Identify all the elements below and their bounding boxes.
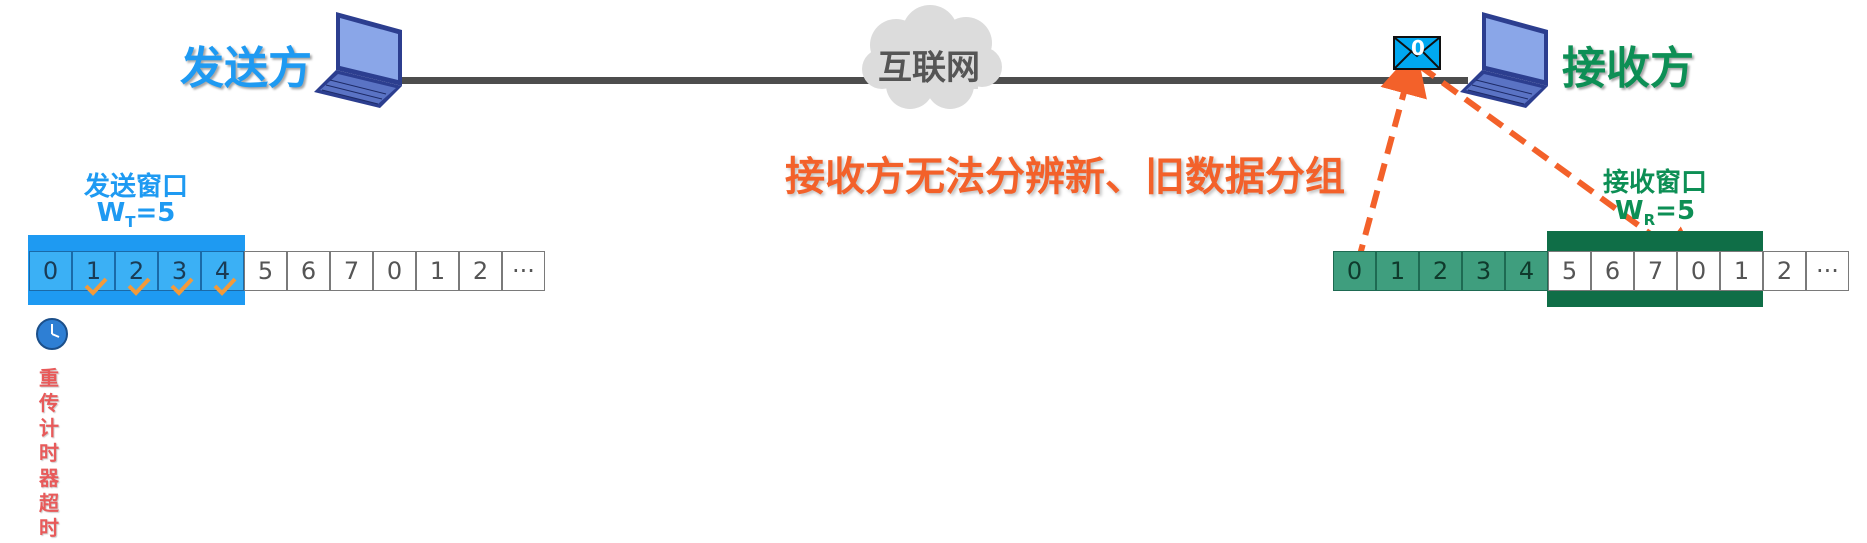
sender-seq-cell-5: 5 <box>244 251 287 291</box>
receiver-seq-cell-2: 2 <box>1419 251 1462 291</box>
sender-window-size-value: =5 <box>135 198 176 228</box>
ambiguity-message: 接收方无法分辨新、旧数据分组 <box>785 154 1345 200</box>
receiver-laptop-icon <box>1460 12 1548 108</box>
receiver-seq-cell-6: 6 <box>1591 251 1634 291</box>
receiver-seq-cell-10: 2 <box>1763 251 1806 291</box>
ack-check-icon-4 <box>213 277 237 296</box>
sender-seq-cell-8: 0 <box>373 251 416 291</box>
timeout-label: 重传计时器超时 <box>39 366 59 540</box>
envelope-seq: 0 <box>1411 36 1425 60</box>
sender-window-size-sub: T <box>125 213 136 232</box>
sender-label: 发送方 <box>180 43 312 94</box>
sender-seq-cell-2: 2 <box>115 251 158 291</box>
timer-clock-icon <box>36 318 68 350</box>
internet-cloud <box>862 5 1002 109</box>
sender-window-size-main: W <box>96 198 126 228</box>
ack-check-icon-3 <box>170 277 194 296</box>
internet-label: 互联网 <box>878 48 980 88</box>
receiver-seq-cell-9: 1 <box>1720 251 1763 291</box>
sender-seq-cell-3: 3 <box>158 251 201 291</box>
receiver-window-size-main: W <box>1614 196 1644 226</box>
receiver-window-size: WR=5 <box>1590 196 1720 229</box>
envelope-icon: 0 <box>1393 36 1441 70</box>
receiver-seq-cell-4: 4 <box>1505 251 1548 291</box>
receiver-window-size-sub: R <box>1643 211 1656 230</box>
sender-seq-cell-10: 2 <box>459 251 502 291</box>
ack-check-icon-2 <box>127 277 151 296</box>
sender-seq-cell-7: 7 <box>330 251 373 291</box>
arrow-sender-to-envelope <box>1355 46 1427 263</box>
receiver-seq-cell-5: 5 <box>1548 251 1591 291</box>
receiver-seq-cell-1: 1 <box>1376 251 1419 291</box>
sender-seq-cell-4: 4 <box>201 251 244 291</box>
sender-window-size: WT=5 <box>76 198 196 231</box>
sender-seq-cell-0: 0 <box>29 251 72 291</box>
receiver-label: 接收方 <box>1562 43 1694 94</box>
receiver-window-size-value: =5 <box>1655 196 1696 226</box>
receiver-seq-cell-7: 7 <box>1634 251 1677 291</box>
sender-seq-cell-9: 1 <box>416 251 459 291</box>
receiver-seq-cell-3: 3 <box>1462 251 1505 291</box>
ack-check-icon-1 <box>84 277 108 296</box>
receiver-window-caption: 接收窗口 <box>1602 168 1707 198</box>
sender-seq-cell-6: 6 <box>287 251 330 291</box>
receiver-seq-cell-11: ··· <box>1806 251 1849 291</box>
receiver-seq-cell-0: 0 <box>1333 251 1376 291</box>
sender-seq-cell-11: ··· <box>502 251 545 291</box>
sender-laptop-icon <box>314 12 402 108</box>
sender-seq-cell-1: 1 <box>72 251 115 291</box>
sender-window-caption: 发送窗口 <box>83 172 188 202</box>
receiver-seq-cell-8: 0 <box>1677 251 1720 291</box>
